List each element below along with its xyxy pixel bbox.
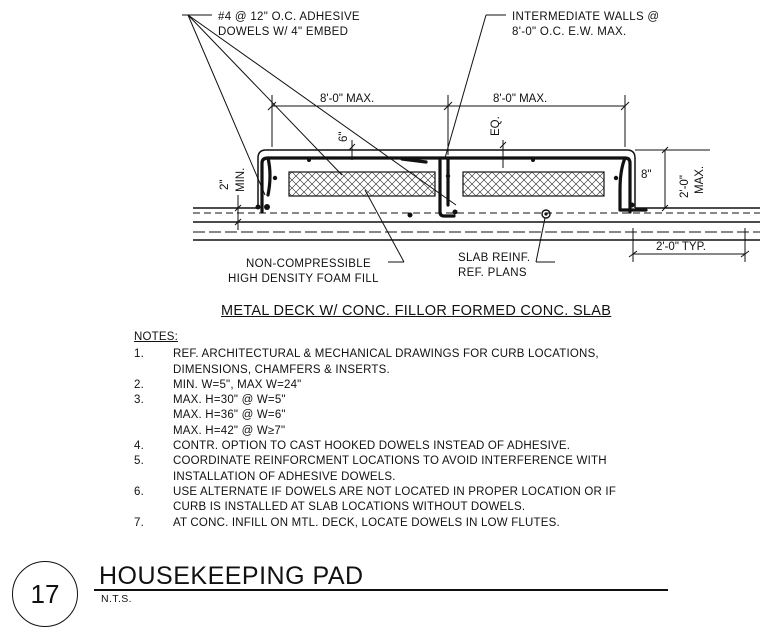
note-item: 4. CONTR. OPTION TO CAST HOOKED DOWELS IN… — [134, 439, 616, 454]
note-item: 1. REF. ARCHITECTURAL & MECHANICAL DRAWIN… — [134, 347, 616, 378]
detail-scale: N.T.S. — [101, 593, 132, 605]
note-item: 3.MAX. H=30" @ W=5"MAX. H=36" @ W=6"MAX.… — [134, 393, 616, 439]
note-item: 5. COORDINATE REINFORCMENT LOCATIONS TO A… — [134, 454, 616, 485]
callout-foam-1: NON-COMPRESSIBLE — [246, 258, 371, 270]
callout-dowels-2: DOWELS W/ 4" EMBED — [218, 26, 348, 38]
note-line: CONTR. OPTION TO CAST HOOKED DOWELS INST… — [173, 440, 571, 453]
title-block: 17 HOUSEKEEPING PAD N.T.S. — [0, 548, 760, 635]
note-number: 7. — [134, 516, 144, 529]
rebar-dots — [255, 158, 635, 218]
notes-heading: NOTES: — [134, 331, 179, 343]
note-item: 2. MIN. W=5", MAX W=24" — [134, 378, 616, 393]
pad-outline — [257, 149, 636, 208]
note-line: MAX. H=36" @ W=6" — [173, 409, 286, 422]
dim-two-ft: 2'-0" — [679, 175, 691, 198]
note-line: REF. ARCHITECTURAL & MECHANICAL DRAWINGS… — [173, 348, 599, 361]
note-text: REF. ARCHITECTURAL & MECHANICAL DRAWINGS… — [173, 347, 599, 378]
note-text: COORDINATE REINFORCMENT LOCATIONS TO AVO… — [173, 454, 607, 485]
lap-dimension: 2'-0" TYP. — [628, 228, 750, 262]
callout-walls-2: 8'-0" O.C. E.W. MAX. — [512, 26, 627, 38]
note-line: COORDINATE REINFORCMENT LOCATIONS TO AVO… — [173, 455, 607, 468]
note-line: MAX. H=42" @ W≥7" — [173, 424, 286, 437]
note-number: 6. — [134, 485, 144, 498]
dim-max: MAX. — [694, 166, 706, 194]
note-line: MAX. H=30" @ W=5" — [173, 394, 286, 407]
leader-lines — [182, 14, 555, 263]
dim-eight-in: 8" — [641, 169, 651, 181]
callout-slab-2: REF. PLANS — [458, 267, 527, 279]
note-item: 6. USE ALTERNATE IF DOWELS ARE NOT LOCATE… — [134, 485, 616, 516]
dim-right-span: 8'-0" MAX. — [493, 93, 547, 105]
detail-number: 17 — [30, 578, 60, 609]
note-text: USE ALTERNATE IF DOWELS ARE NOT LOCATED … — [173, 485, 616, 516]
title-underline — [94, 589, 668, 591]
span-dimension: 8'-0" MAX. 8'-0" MAX. — [267, 93, 630, 155]
note-line: DIMENSIONS, CHAMFERS & INSERTS. — [173, 363, 390, 376]
note-line: AT CONC. INFILL ON MTL. DECK, LOCATE DOW… — [173, 516, 560, 529]
note-text: MAX. H=30" @ W=5" MAX. H=36" @ W=6" MAX. H… — [173, 393, 286, 439]
callout-foam-2: HIGH DENSITY FOAM FILL — [228, 273, 379, 285]
foam-fill-right — [462, 171, 605, 197]
dim-two-min-b: MIN. — [235, 168, 247, 192]
rebar-slab-ring — [541, 209, 551, 219]
note-number: 4. — [134, 440, 144, 453]
foam-fill-left — [288, 171, 436, 197]
dim-two-min-a: 2" — [219, 180, 231, 190]
section-subtitle: METAL DECK W/ CONC. FILLOR FORMED CONC. … — [221, 303, 612, 319]
detail-title: HOUSEKEEPING PAD — [99, 562, 364, 590]
note-number: 5. — [134, 455, 144, 468]
notes-list: 1. REF. ARCHITECTURAL & MECHANICAL DRAWIN… — [134, 347, 616, 531]
dim-two-ft-typ: 2'-0" TYP. — [656, 241, 706, 253]
note-number: 1. — [134, 348, 144, 361]
callout-walls-1: INTERMEDIATE WALLS @ — [512, 11, 659, 23]
note-number: 3. — [134, 394, 144, 407]
detail-number-circle: 17 — [12, 561, 78, 627]
reinforcing-bars — [260, 156, 648, 218]
slab — [193, 207, 760, 241]
note-text: MIN. W=5", MAX W=24" — [173, 378, 301, 393]
dim-six-in: 6" — [338, 132, 350, 142]
note-text: AT CONC. INFILL ON MTL. DECK, LOCATE DOW… — [173, 516, 560, 531]
note-text: CONTR. OPTION TO CAST HOOKED DOWELS INST… — [173, 439, 570, 454]
six-inch-dimension: 6" — [338, 132, 356, 160]
callout-dowels-1: #4 @ 12" O.C. ADHESIVE — [218, 11, 360, 23]
height-dimension: 8" 2'-0" MAX. — [635, 146, 710, 212]
note-line: INSTALLATION OF ADHESIVE DOWELS. — [173, 470, 396, 483]
note-line: MIN. W=5", MAX W=24" — [173, 378, 302, 391]
note-item: 7. AT CONC. INFILL ON MTL. DECK, LOCATE D… — [134, 516, 616, 531]
callout-slab-1: SLAB REINF. — [458, 252, 530, 264]
notes-block: NOTES: 1. REF. ARCHITECTURAL & MECHANICAL… — [134, 330, 616, 531]
dim-eq: EQ. — [490, 116, 502, 136]
note-line: CURB IS INSTALLED AT SLAB LOCATIONS WITH… — [173, 501, 526, 514]
dim-left-span: 8'-0" MAX. — [320, 93, 374, 105]
note-number: 2. — [134, 378, 144, 391]
eq-dimension: EQ. — [490, 116, 507, 168]
note-line: USE ALTERNATE IF DOWELS ARE NOT LOCATED … — [173, 485, 617, 498]
two-inch-min-dimension: 2" MIN. — [219, 168, 258, 230]
